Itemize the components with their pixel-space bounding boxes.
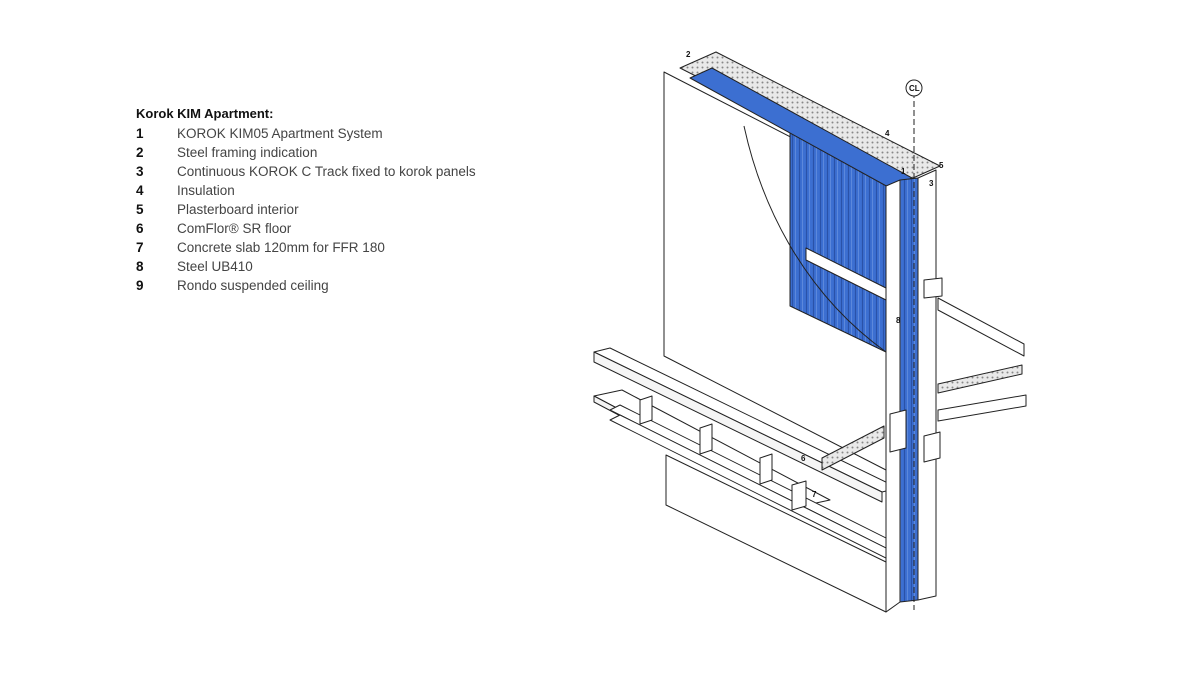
legend-number: 7: [136, 240, 144, 255]
wall-bracket: [923, 431, 941, 463]
callout-7: 7: [812, 490, 817, 499]
legend-number: 3: [136, 164, 144, 179]
legend-item: 1 KOROK KIM05 Apartment System: [136, 124, 476, 143]
right-insulation-strip: [937, 364, 1023, 394]
centerline-label: CL: [909, 84, 920, 93]
ceiling-channels: [639, 395, 807, 511]
legend-label: Continuous KOROK C Track fixed to korok …: [177, 164, 476, 179]
right-floor-slab: [937, 297, 1025, 357]
legend-label: Plasterboard interior: [177, 202, 299, 217]
legend-number: 8: [136, 259, 144, 274]
legend-item: 8 Steel UB410: [136, 257, 476, 276]
plasterboard-column: [917, 169, 937, 601]
floor-insulation: [821, 425, 885, 471]
legend-item: 3 Continuous KOROK C Track fixed to korok…: [136, 162, 476, 181]
legend-title: Korok KIM Apartment:: [136, 106, 274, 121]
legend-item: 5 Plasterboard interior: [136, 200, 476, 219]
legend-number: 1: [136, 126, 144, 141]
legend-item: 4 Insulation: [136, 181, 476, 200]
legend-number: 5: [136, 202, 144, 217]
legend-item: 6 ComFlor® SR floor: [136, 219, 476, 238]
legend-label: KOROK KIM05 Apartment System: [177, 126, 383, 141]
callout-5: 5: [939, 161, 944, 170]
legend-label: Steel framing indication: [177, 145, 318, 160]
legend-item: 9 Rondo suspended ceiling: [136, 276, 476, 295]
legend-number: 9: [136, 278, 144, 293]
legend-item: 2 Steel framing indication: [136, 143, 476, 162]
callout-4: 4: [885, 129, 890, 138]
floor-slab-edge: [593, 351, 883, 503]
legend-label: Steel UB410: [177, 259, 253, 274]
legend: Korok KIM Apartment: 1 KOROK KIM05 Apartm…: [136, 106, 476, 295]
callout-6: 6: [801, 454, 806, 463]
wall-bracket: [889, 409, 907, 453]
legend-label: Insulation: [177, 183, 235, 198]
legend-number: 4: [136, 183, 144, 198]
centerline-marker: [905, 79, 923, 97]
blue-wall-column: [899, 177, 919, 603]
cutaway-curve: [743, 125, 887, 353]
callout-2: 2: [686, 50, 691, 59]
callout-1: 1: [901, 167, 906, 176]
callout-8: 8: [896, 316, 901, 325]
wall-bracket: [923, 277, 943, 299]
top-blue-layer: [689, 67, 913, 189]
legend-number: 2: [136, 145, 144, 160]
track-column: [885, 179, 901, 613]
legend-label: ComFlor® SR floor: [177, 221, 292, 236]
legend-number: 6: [136, 221, 144, 236]
callout-3: 3: [929, 179, 934, 188]
legend-label: Rondo suspended ceiling: [177, 278, 329, 293]
legend-label: Concrete slab 120mm for FFR 180: [177, 240, 385, 255]
legend-item: 7 Concrete slab 120mm for FFR 180: [136, 238, 476, 257]
right-ceiling-panel: [937, 394, 1027, 422]
